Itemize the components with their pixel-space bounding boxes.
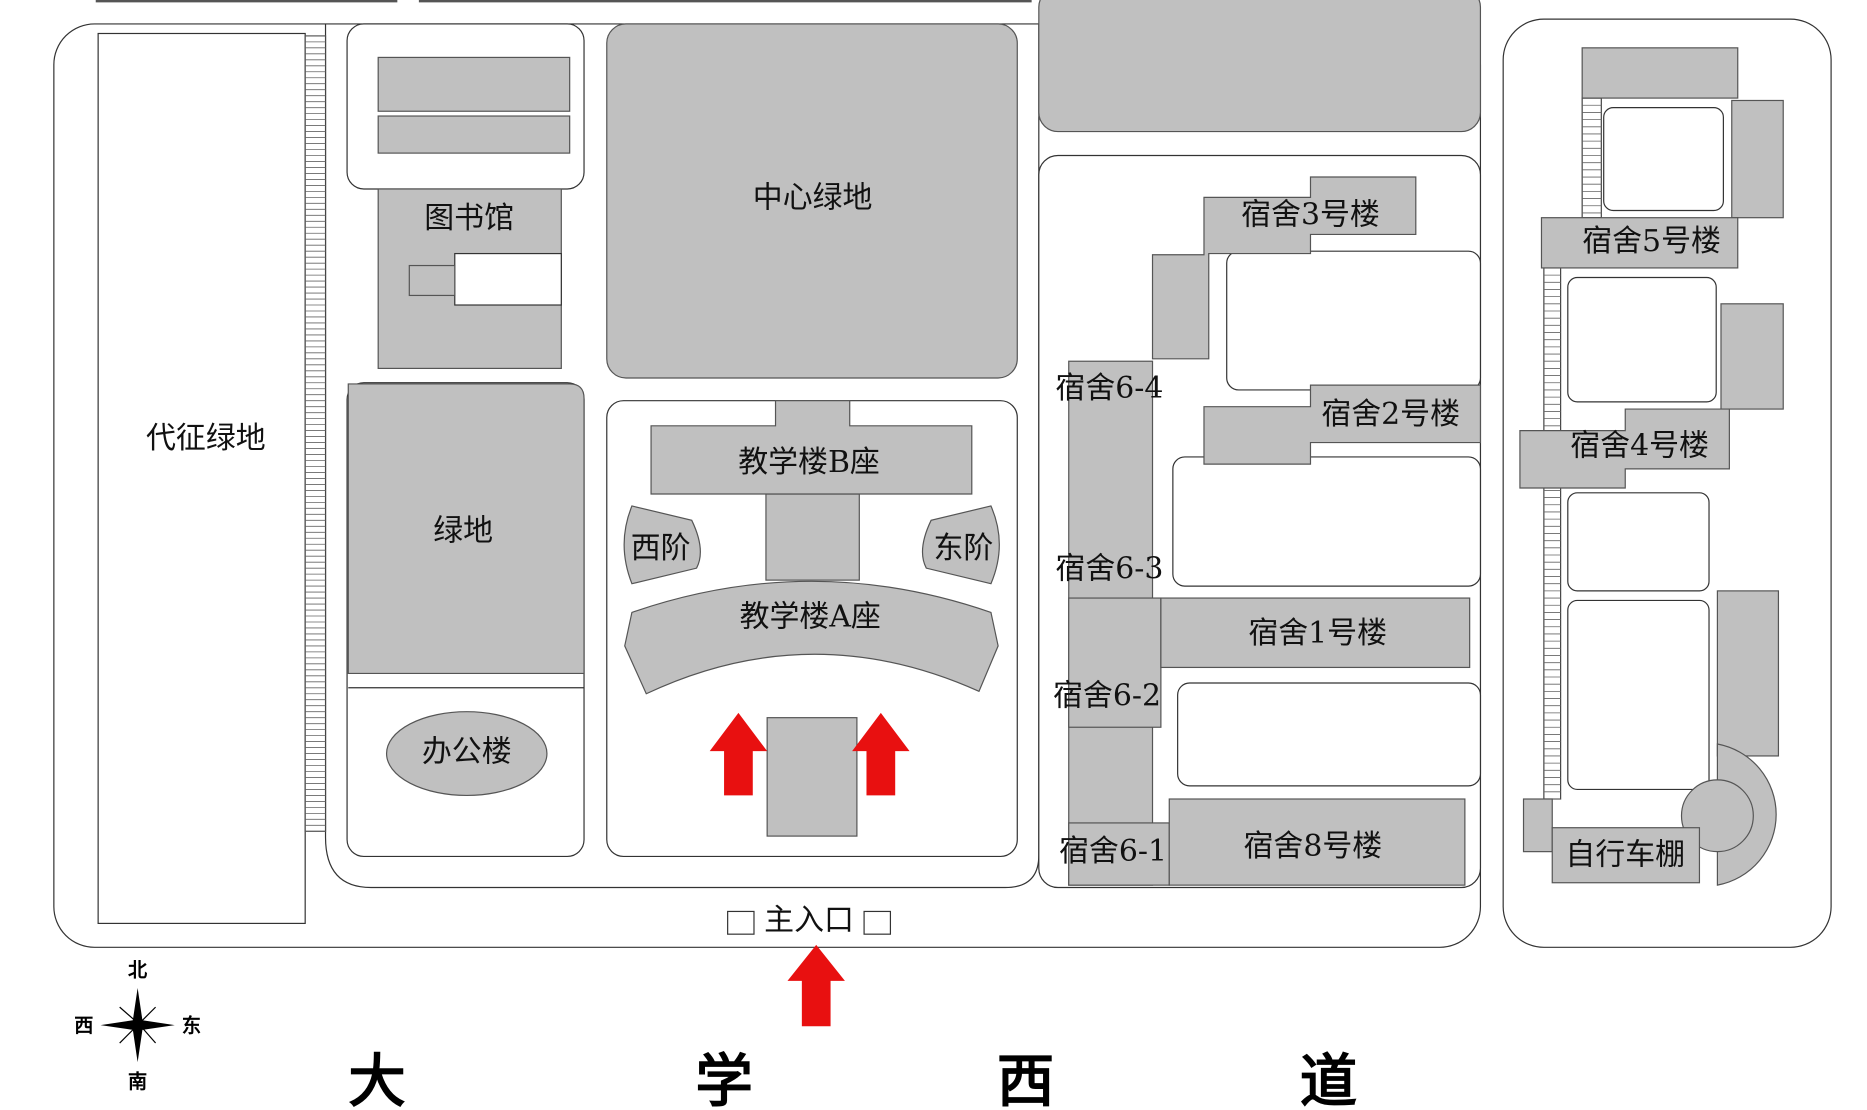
main-entrance[interactable]: 主入口	[727, 903, 892, 938]
building-top-right[interactable]	[1038, 0, 1482, 133]
dorm-4-label: 宿舍4号楼	[1570, 428, 1709, 463]
gate-building[interactable]	[766, 717, 858, 837]
dorm-6-3-label: 宿舍6-3	[1055, 552, 1163, 587]
dorm-6-4-label: 宿舍6-4	[1055, 371, 1163, 406]
court-4	[1567, 599, 1710, 791]
dorm-white-3	[1177, 682, 1482, 787]
dorm-5-label: 宿舍5号楼	[1582, 224, 1721, 259]
building-top-left-1[interactable]	[377, 56, 571, 112]
teaching-b-stem	[765, 493, 860, 581]
ladder-strip-left	[304, 35, 327, 832]
dorm-3-label: 宿舍3号楼	[1241, 198, 1380, 233]
arrow-up-icon	[709, 712, 768, 796]
road-name-char: 道	[1300, 1047, 1357, 1110]
building-right-2[interactable]	[1731, 99, 1784, 219]
dorm-5[interactable]: 宿舍5号楼	[1540, 217, 1739, 269]
compass-north: 北	[128, 959, 147, 982]
main-entrance-label: 主入口	[764, 903, 854, 938]
teaching-building-b[interactable]: 教学楼B座	[650, 400, 973, 495]
compass-south: 南	[128, 1070, 147, 1093]
building-right-5[interactable]	[1522, 798, 1553, 853]
building-right-1[interactable]	[1581, 47, 1739, 99]
green-label: 绿地	[433, 513, 493, 548]
compass-west: 西	[74, 1014, 93, 1037]
office-label: 办公楼	[422, 735, 512, 770]
dorm-6-1-label: 宿舍6-1	[1059, 834, 1167, 869]
dorm-2-label: 宿舍2号楼	[1321, 397, 1460, 432]
bike-shed-label: 自行车棚	[1565, 837, 1685, 872]
east-steps[interactable]: 东阶	[921, 505, 1000, 585]
dorm-3[interactable]: 宿舍3号楼	[1151, 176, 1417, 360]
library[interactable]: 图书馆	[377, 188, 562, 370]
office-building[interactable]: 办公楼	[385, 711, 548, 797]
inner-road	[324, 23, 1040, 889]
dorm-white-2	[1172, 456, 1482, 587]
teaching-b-label: 教学楼B座	[738, 445, 880, 480]
dorm-2[interactable]: 宿舍2号楼	[1203, 384, 1482, 465]
building-right-3[interactable]	[1720, 303, 1784, 410]
dorm-1-label: 宿舍1号楼	[1248, 616, 1387, 651]
building-right-4[interactable]	[1716, 590, 1780, 757]
dorm-6[interactable]: 宿舍6-4 宿舍6-3 宿舍6-2 宿舍6-1	[1053, 360, 1170, 886]
ladder-strip-right	[1543, 97, 1602, 800]
green-area[interactable]: 绿地	[347, 383, 585, 675]
entrance-arrow-icon	[787, 944, 845, 1027]
central-green-label: 中心绿地	[753, 181, 873, 216]
teaching-a-label: 教学楼A座	[740, 599, 881, 634]
library-label: 图书馆	[424, 201, 514, 236]
court-2	[1567, 276, 1717, 403]
dorm-8[interactable]: 宿舍8号楼	[1168, 798, 1466, 886]
arrow-up-icon	[852, 712, 910, 796]
building-top-left-2[interactable]	[377, 115, 571, 154]
west-steps-label: 西阶	[631, 531, 691, 566]
reserved-green-label: 代征绿地	[146, 421, 266, 456]
dorm-1[interactable]: 宿舍1号楼	[1160, 597, 1471, 669]
compass-east: 东	[182, 1014, 201, 1037]
dorm-6-2-label: 宿舍6-2	[1053, 678, 1161, 713]
court-3	[1567, 492, 1710, 592]
compass-rose-icon: 北 南 西 东	[74, 959, 201, 1093]
central-green[interactable]: 中心绿地	[606, 23, 1018, 379]
east-steps-label: 东阶	[933, 531, 993, 566]
teaching-building-a[interactable]: 教学楼A座	[624, 580, 999, 695]
reserved-green-area[interactable]: 代征绿地	[97, 32, 306, 925]
road-name-char: 西	[997, 1047, 1054, 1110]
dorm-4[interactable]: 宿舍4号楼	[1519, 408, 1730, 489]
road-name-char: 大	[348, 1047, 405, 1110]
dorm-8-label: 宿舍8号楼	[1244, 829, 1383, 864]
west-steps[interactable]: 西阶	[623, 505, 701, 585]
dorm-white-1	[1226, 250, 1482, 391]
bike-shed[interactable]: 自行车棚	[1551, 827, 1701, 884]
road-name-char: 学	[695, 1047, 752, 1110]
court-1	[1603, 107, 1724, 212]
